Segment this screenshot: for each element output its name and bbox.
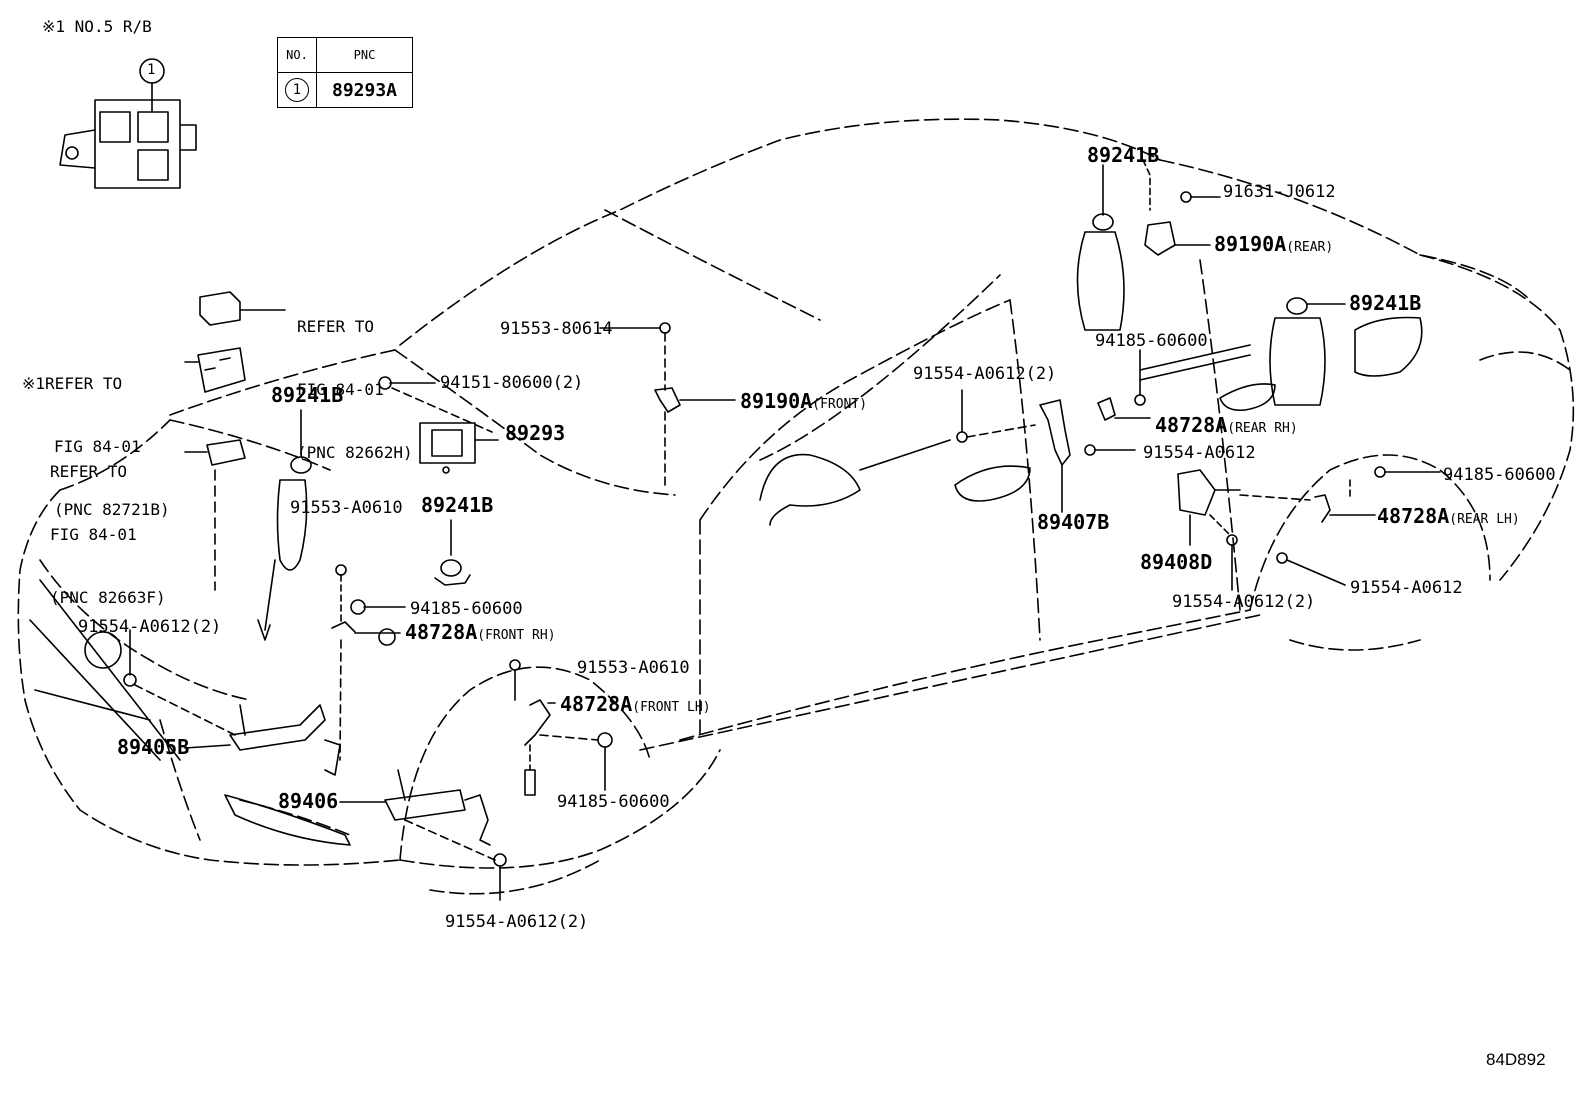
refer-note-82662h: REFER TO FIG 84-01 (PNC 82662H): [297, 274, 413, 484]
legend-callout-circle: 1: [285, 78, 309, 102]
part-label: 94185-60600: [410, 599, 523, 619]
relay-block-callout-number: 1: [147, 62, 156, 78]
refer-note-text: REFER TO: [45, 374, 123, 393]
part-label: 89241B: [271, 383, 344, 407]
part-label: 48728A(REAR RH): [1155, 415, 1298, 439]
height-sensor-89408d-icon: [1177, 466, 1441, 591]
legend-header-no: NO.: [277, 37, 317, 73]
part-label: 91554-A0612(2): [1172, 592, 1316, 612]
legend-header-pnc: PNC: [316, 37, 413, 73]
part-suffix: (REAR LH): [1449, 512, 1520, 527]
part-label: 48728A(FRONT LH): [560, 694, 711, 718]
part-label: 91553-80614: [500, 319, 613, 339]
refer-note-prefix: ※1: [22, 374, 46, 393]
sensor-89190a-rear-icon: [1142, 159, 1221, 256]
relay-block-icon: [59, 58, 197, 189]
part-label: 91553-A0610: [290, 498, 403, 518]
air-spring-front-rh-icon: [257, 409, 312, 641]
height-sensor-89407b-icon: [956, 349, 1151, 513]
figure-code: 84D892: [1486, 1050, 1546, 1069]
part-label: 91554-A0612(2): [78, 617, 222, 637]
legend-table: NO. PNC 1 89293A: [277, 37, 413, 108]
part-number: 48728A: [560, 692, 633, 716]
sensor-89190a-front-icon: [599, 322, 736, 491]
part-label: 89241B: [1349, 291, 1422, 315]
part-number: 89190A: [740, 389, 813, 413]
part-label: 48728A(FRONT RH): [405, 622, 556, 646]
legend-row-no: 1: [277, 72, 317, 108]
part-label: 94185-60600: [1095, 331, 1208, 351]
part-label: 94151-80600(2): [440, 373, 584, 393]
module-82721b-icon: [184, 347, 246, 393]
refer-note-line2: FIG 84-01: [297, 380, 384, 399]
refer-note-line1: ※1REFER TO: [22, 373, 170, 394]
height-sensor-89406-icon: [339, 769, 507, 901]
part-label: 94185-60600: [1443, 465, 1556, 485]
part-suffix: (FRONT LH): [632, 700, 711, 715]
part-label: 89407B: [1037, 510, 1110, 534]
air-spring-rear-rh-icon: [1076, 164, 1125, 331]
part-label: 89241B: [421, 493, 494, 517]
refer-note-line1: REFER TO: [50, 462, 128, 481]
refer-note-line3: (PNC 82663F): [50, 588, 166, 607]
part-label: 91631-J0612: [1223, 182, 1336, 202]
part-label: 89293: [505, 421, 566, 445]
height-sensor-89405b-icon: [123, 629, 341, 776]
part-suffix: (REAR RH): [1227, 421, 1298, 436]
part-label: 91553-A0610: [577, 658, 690, 678]
part-number: 48728A: [1155, 413, 1228, 437]
module-82662h-icon: [199, 291, 286, 326]
part-label: 89241B: [1087, 143, 1160, 167]
module-82663f-icon: [184, 439, 246, 591]
car-body-outline: [17, 118, 1575, 895]
car-details: [29, 316, 1423, 846]
part-label: 91554-A0612(2): [445, 912, 589, 932]
part-number: 89190A: [1214, 232, 1287, 256]
refer-note-line3: (PNC 82662H): [297, 443, 413, 462]
air-spring-rear-lh-icon: [1269, 297, 1346, 406]
refer-note-line2: FIG 84-01: [50, 525, 137, 544]
bracket-front-lh-icon: [509, 659, 613, 796]
refer-note-line3: (PNC 82721B): [54, 500, 170, 519]
part-label: 89405B: [117, 735, 190, 759]
refer-note-line2: FIG 84-01: [54, 437, 141, 456]
part-label: 89190A(REAR): [1214, 234, 1333, 258]
refer-note-82721b: ※1REFER TO FIG 84-01 (PNC 82721B): [22, 331, 170, 541]
relay-block-note: ※1 NO.5 R/B: [42, 17, 152, 36]
part-suffix: (REAR): [1286, 240, 1334, 255]
part-label: 91554-A0612: [1143, 443, 1256, 463]
part-number: 48728A: [405, 620, 478, 644]
part-suffix: (FRONT RH): [477, 628, 556, 643]
height-sensor-link-front-rh: [331, 564, 401, 761]
part-label: 91554-A0612(2): [913, 364, 1057, 384]
air-spring-front-lh-icon: [350, 519, 471, 615]
part-label: 48728A(REAR LH): [1377, 506, 1520, 530]
legend-row-pnc: 89293A: [316, 72, 413, 108]
part-label: 89190A(FRONT): [740, 391, 867, 415]
ecu-89293-icon: [378, 376, 499, 474]
part-number: 48728A: [1377, 504, 1450, 528]
refer-note-82663f: REFER TO FIG 84-01 (PNC 82663F): [50, 419, 166, 629]
part-label: 91554-A0612: [1350, 578, 1463, 598]
part-suffix: (FRONT): [812, 397, 868, 412]
part-label: 89408D: [1140, 550, 1213, 574]
part-label: 89406: [278, 789, 339, 813]
refer-note-line1: REFER TO: [297, 317, 375, 336]
part-label: 94185-60600: [557, 792, 670, 812]
